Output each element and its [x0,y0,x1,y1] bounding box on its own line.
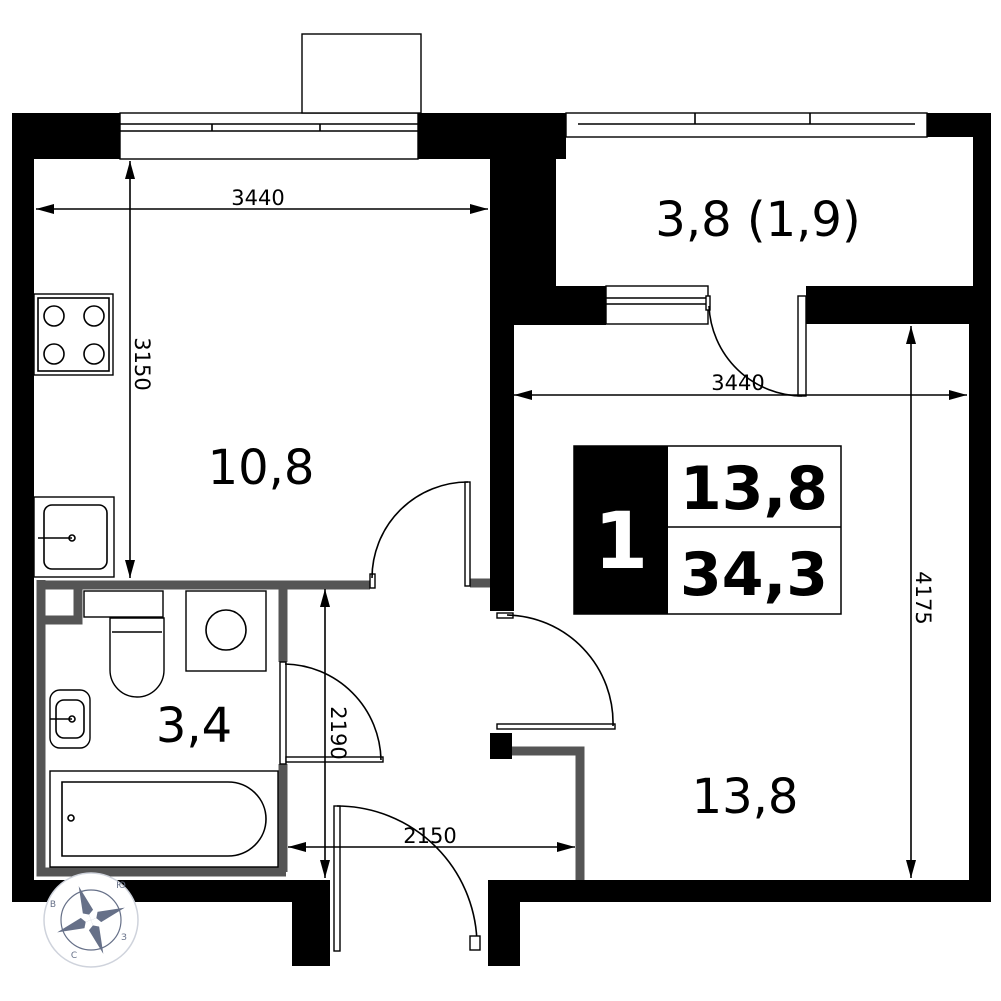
washing-machine-icon [185,590,267,672]
room-count: 1 [594,497,648,587]
compass-south-label: З [121,933,127,943]
compass-west-label: С [71,951,77,961]
kitchen-area-label: 10,8 [208,440,315,496]
living-window [605,285,709,325]
living-area-label: 13,8 [692,769,799,825]
toilet-icon [83,590,165,698]
badge-total-area: 34,3 [680,540,828,610]
hall-depth-label: 2190 [326,706,350,759]
partitions [36,578,585,880]
bathtub-icon [49,770,279,868]
hall-width-label: 2150 [403,824,456,848]
compass-north-label: В [50,900,56,910]
badge-living-area: 13,8 [680,454,828,524]
balcony-area-label: 3,8 (1,9) [655,192,860,248]
compass-east-label: Ю [116,881,126,891]
summary-badge: 1 13,8 34,3 [573,445,842,615]
dimension-lines [36,161,967,878]
stove-icon [33,293,114,376]
living-depth-label: 4175 [911,571,935,624]
kitchen-width-label: 3440 [231,186,284,210]
kitchen-depth-label: 3150 [130,337,154,390]
structural-walls [12,113,991,966]
living-width-label: 3440 [711,371,764,395]
kitchen-window [119,33,422,160]
balcony-window [565,112,928,138]
bathroom-sink-icon [49,689,91,749]
compass-icon: В Ю З С [43,872,139,968]
kitchen-sink-icon [33,496,115,578]
bathroom-area-label: 3,4 [156,698,232,754]
